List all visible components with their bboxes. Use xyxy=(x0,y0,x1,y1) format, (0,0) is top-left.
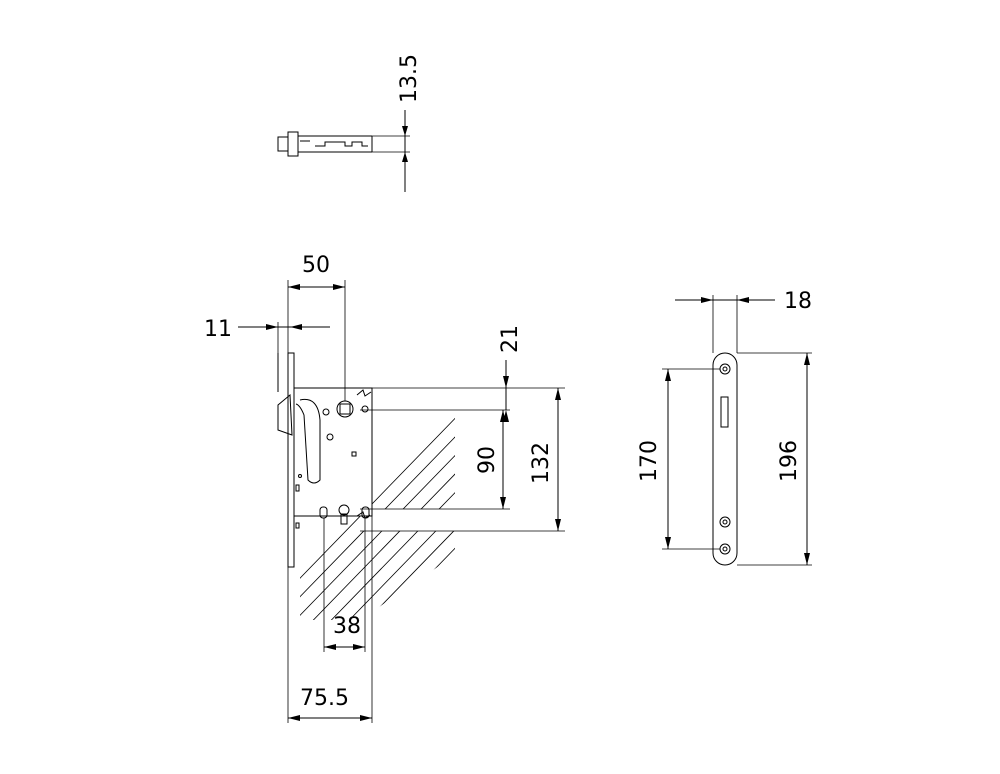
screw-hole-bottom xyxy=(719,543,731,555)
dim-11: 11 xyxy=(204,317,232,342)
cylinder-bolt-view: 13.5 xyxy=(277,54,422,192)
dim-backset: 50 11 xyxy=(204,253,346,401)
dim-13-5: 13.5 xyxy=(397,54,422,103)
dim-38: 38 xyxy=(333,614,361,639)
dim-196: 196 xyxy=(777,440,802,482)
hatch-line xyxy=(300,310,455,620)
latch xyxy=(277,393,293,436)
strike-slot xyxy=(720,396,729,428)
hatch-line xyxy=(528,300,858,640)
latch-channel-mask xyxy=(360,388,455,410)
strike-plate: 18 170 196 xyxy=(637,289,812,566)
lock-case xyxy=(293,387,373,517)
hatch-line xyxy=(347,310,455,620)
hatch-line xyxy=(300,310,455,620)
dim-132: 132 xyxy=(529,442,554,484)
hatch-line xyxy=(300,310,455,620)
door-hatch xyxy=(300,300,912,640)
dim-21: 21 xyxy=(498,325,523,353)
dim-bottom: 38 75.5 xyxy=(287,516,373,723)
screw-hole-top xyxy=(719,363,731,375)
hatch-line xyxy=(564,300,894,640)
hatch-line xyxy=(401,310,455,620)
dim-170: 170 xyxy=(637,440,662,482)
bolt-head xyxy=(277,136,289,152)
strike-plate-outline xyxy=(712,352,738,566)
faceplate xyxy=(287,352,295,568)
key-channel-mask xyxy=(360,509,455,531)
dim-50: 50 xyxy=(302,253,330,278)
hatch-line xyxy=(546,300,876,640)
keyhole xyxy=(338,504,350,516)
hatch-line xyxy=(582,300,912,640)
hatch-line xyxy=(300,310,455,620)
dim-90: 90 xyxy=(475,446,500,474)
dim-vertical: 21 90 132 xyxy=(360,325,565,532)
hatch-line xyxy=(311,310,455,620)
lock-body xyxy=(277,352,373,568)
hatch-line xyxy=(329,310,455,620)
dim-18: 18 xyxy=(784,289,812,314)
hatch-line xyxy=(419,310,455,620)
latch-tail xyxy=(295,398,321,484)
dim-75-5: 75.5 xyxy=(300,686,349,711)
